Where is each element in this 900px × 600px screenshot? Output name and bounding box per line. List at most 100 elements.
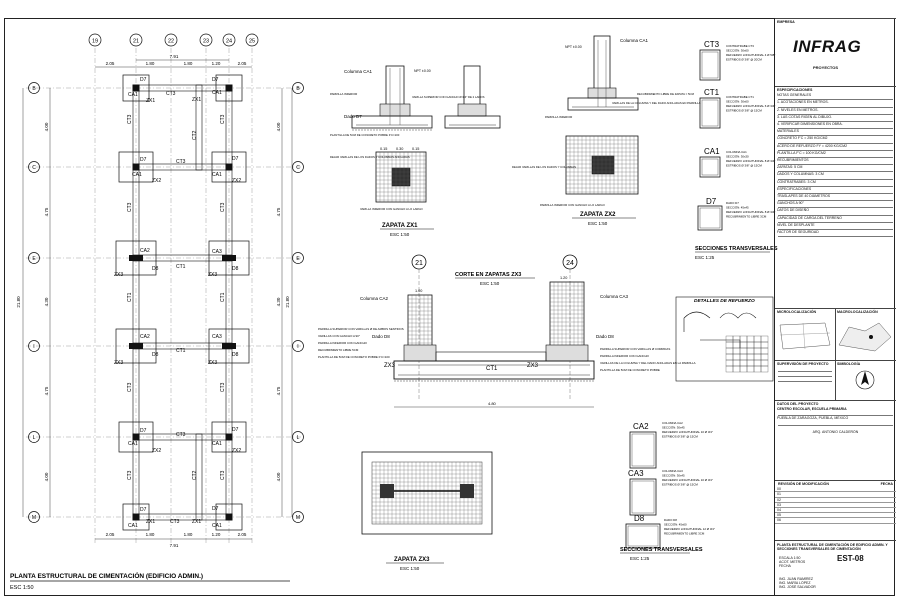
spec-line: ESPECIFICACIONES [777, 186, 812, 191]
grid-bubble-col [245, 33, 259, 47]
zx1-scale: ESC 1:50 [390, 232, 410, 237]
zx2-level: NPT ±0.00 [565, 45, 582, 49]
spec-line: NIVEL DE DESPLANTE [777, 222, 815, 227]
beam-ct2 [195, 433, 203, 521]
zx1-note-5: DEJAR VARILLAS DE LOS DADOS Y COLUMNAS A… [330, 155, 410, 159]
label-d8: D8 [232, 266, 239, 272]
footing-zx3-section: 21 24 CORTE EN ZAPATAS ZX3 ESC 1:50 ZX3 … [318, 254, 696, 408]
column-ca2 [129, 343, 143, 349]
zx1-elevation-b [444, 65, 501, 129]
north-arrow-icon [855, 370, 875, 390]
spec-line: CAPACIDAD DE CARGA DEL TERRENO [777, 215, 842, 220]
details-title: DETALLES DE REFUERZO [694, 298, 755, 304]
zx1-plan-view [375, 151, 427, 203]
note-line: RECUBRIMIENTO LIBRE 5CM [318, 348, 359, 352]
note-line: REFUERZO LONGITUDINAL 12 Ø 3/4" [664, 527, 715, 531]
zx1-note-1: VARILLA SUPERIOR CON GANCHO Ø 3/4" DE 2 … [412, 95, 485, 99]
zx3-section-scale: ESC 1:50 [480, 281, 500, 286]
grid-bubble-row [28, 511, 40, 523]
note-line: PLANTILLA DE 5CM DE CONCRETO POBRE F'C=1… [318, 355, 390, 359]
label-beam-vertical: CT3 [127, 470, 133, 480]
note-line: PARRILLA INFERIOR CON GANCHO [600, 354, 650, 358]
zx3-label-right: ZX3 [527, 363, 539, 369]
label-beam-vertical: CT3 [127, 114, 133, 124]
label-beam-vertical: CT3 [127, 202, 133, 212]
note-line: SECCIÓN: 30x45 [662, 473, 685, 478]
label-d7: D7 [140, 428, 147, 434]
label-ca1: CA1 [212, 90, 222, 96]
zx3-dim-top-2: 1.20 [560, 276, 567, 280]
zx3-ct-label: CT1 [486, 366, 498, 372]
grid-col-label: 25 [249, 39, 255, 45]
column-ca1 [132, 513, 140, 521]
plan-bottom-dim: 1.20 [212, 532, 221, 537]
label-ct1: CT1 [176, 264, 186, 270]
column-ca2 [129, 255, 143, 261]
spec-line: 1. ACOTACIONES EN METROS. [777, 100, 829, 105]
section-ca3-id: CA3 [628, 469, 644, 478]
spec-line: 2. NIVELES EN METROS. [777, 107, 819, 112]
spec-line: TRASLAPES DE 40 DIÁMETROS [777, 194, 831, 199]
tb-project: DATOS DEL PROYECTO CENTRO ESCOLAR, ESCUE… [775, 400, 896, 480]
footing-zx1-detail: Columna CA1 NPT ±0.00 Dado D7 0.15 0.30 … [330, 65, 501, 237]
grid-col-label: 23 [203, 39, 209, 45]
grid-row-label: L [33, 435, 36, 441]
spec-line: NOTAS GENERALES [777, 93, 812, 98]
label-d7: D7 [232, 427, 239, 433]
zx1-note-2: PARRILLA INFERIOR [330, 92, 357, 96]
zx3-plan-scale: ESC 1:50 [400, 566, 420, 571]
footing-zx3-plan: ZAPATA ZX3 ESC 1:50 [361, 451, 493, 571]
grid-row-label-right: I [297, 344, 298, 350]
grid-row-label-right: M [296, 515, 300, 521]
note-line: REFUERZO LONGITUDINAL 6 Ø 3/4" [726, 104, 775, 108]
section-ca2-id: CA2 [633, 422, 649, 431]
plan-top-dim: 2.05 [238, 61, 247, 66]
column-ca2 [222, 255, 236, 261]
footing-zx2 [211, 421, 247, 453]
label-ca1: CA1 [128, 441, 138, 447]
revision-row: 00 [775, 487, 896, 493]
footing-zx1 [122, 74, 150, 102]
plan-top-dim: 1.80 [146, 61, 155, 66]
zx1-dim-1: 0.15 [380, 147, 387, 151]
grid-row-label-right: L [297, 435, 300, 441]
grid-bubble-col [164, 33, 178, 47]
sections-top-scale: ESC 1:25 [695, 255, 715, 260]
zx2-note-5: PARRILLA INFERIOR CON GANCHO A LO LARGO [540, 203, 606, 207]
zx1-dim-3: 0.15 [412, 147, 419, 151]
column-ca2 [222, 343, 236, 349]
plan-side-overall-right: 21.80 [285, 296, 290, 308]
zx2-column-label: Columna CA1 [620, 38, 649, 43]
grid-bubble-row-right [292, 161, 304, 173]
note-line: ESTRIBOS Ø 3/8" @ 15CM [662, 483, 698, 487]
grid-bubble-row [28, 161, 40, 173]
tb-project-name: CENTRO ESCOLAR, ESCUELA PRIMARIA [777, 407, 847, 412]
label-beam-vertical: CT1 [127, 292, 133, 302]
zx1-column-label: Columna CA1 [344, 69, 373, 74]
plan-top-dim: 1.20 [212, 61, 221, 66]
spec-line: DADOS Y COLUMNAS: 3 CM [777, 172, 824, 177]
footing-zx3 [208, 328, 250, 364]
zx3-axis-24: 24 [566, 260, 574, 267]
plan-top-overall: 7.91 [170, 54, 179, 59]
reinforcement-details-box: DETALLES DE REFUERZO [675, 296, 774, 382]
grid-row-label-right: E [296, 256, 300, 262]
revision-row: 01 [775, 492, 896, 498]
zx3-col-left: Columna CA2 [360, 296, 389, 301]
grid-bubble-col [199, 33, 213, 47]
note-line: REFUERZO LONGITUDINAL 8 Ø 3/4" [726, 159, 775, 163]
label-zx2: ZX2 [232, 448, 241, 454]
tb-units-label: ACOT. [779, 560, 790, 565]
spec-line: MATERIALES [777, 129, 799, 134]
note-line: RECUBRIMIENTO LIBRE 3CM [664, 532, 705, 536]
tb-revisions-header: REVISIÓN DE MODIFICACIÓN [778, 482, 829, 486]
grid-row-label: E [32, 256, 36, 262]
label-ct2: CT2 [192, 470, 198, 480]
note-line: PARRILLA SUPERIOR CON VARILLAS Ø CORRIDA… [600, 347, 670, 351]
label-beam-vertical: CT3 [220, 202, 226, 212]
title-block: EMPRESA INFRAG PROYECTOS ESPECIFICACIONE… [774, 18, 896, 596]
label-d8: D8 [152, 352, 159, 358]
note-line: SECCIÓN: 30x60 [726, 99, 749, 104]
plan-bottom-dim: 1.80 [184, 532, 193, 537]
spec-line: ZAPATAS: 5 CM [777, 165, 803, 170]
